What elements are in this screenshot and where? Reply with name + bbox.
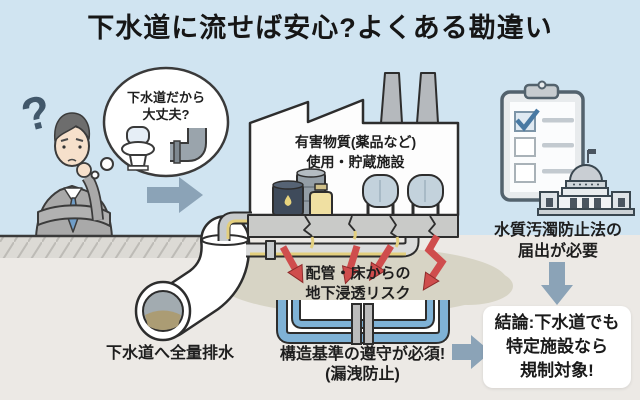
arrow-right-icon	[147, 177, 203, 213]
page-title: 下水道に流せば安心?よくある勘違い	[87, 13, 553, 43]
thought-bubble-text-line2: 大丈夫?	[142, 107, 190, 122]
chimney-icon	[380, 72, 403, 124]
structure-note-line2: (漏洩防止)	[325, 366, 400, 383]
thought-bubble-text-line1: 下水道だから	[126, 90, 205, 105]
conclusion-line3: 規制対象!	[520, 360, 594, 380]
factory-label-line2: 使用・貯蔵施設	[306, 154, 405, 170]
leak-arrow-icon	[279, 234, 447, 291]
permit-note-line1: 水質汚濁防止法の	[493, 222, 622, 239]
chemical-jug-icon	[309, 183, 333, 216]
factory-floor	[247, 214, 459, 249]
thinking-man	[35, 112, 113, 238]
drain-label: 下水道へ全量排水	[105, 345, 234, 362]
ground-edge	[0, 234, 208, 258]
structure-note-line1: 構造基準の遵守が必須!	[279, 346, 446, 363]
arrow-right-icon	[452, 335, 491, 369]
seepage-risk-line1: 配管・床からの	[305, 265, 411, 282]
toilet-icon	[121, 126, 155, 171]
checkmark-icon	[515, 108, 540, 132]
drain-pipe	[217, 211, 252, 241]
chimney-icon	[416, 72, 439, 124]
flow-arrows	[147, 177, 573, 369]
clipboard-checklist-icon	[500, 80, 585, 202]
government-building-icon	[537, 149, 635, 216]
pipe-elbow-icon	[170, 128, 207, 164]
conclusion-line2: 特定施設なら	[506, 337, 608, 357]
factory-label-line1: 有害物質(薬品など)	[294, 134, 417, 150]
conclusion-box: 結論:下水道でも 特定施設なら 規制対象!	[483, 306, 631, 388]
leaking-pipe	[246, 233, 420, 260]
seepage-risk-line2: 地下浸透リスク	[305, 285, 411, 302]
thought-bubble	[90, 66, 230, 180]
sewer-pipe-icon	[134, 215, 251, 342]
arrow-down-icon	[541, 262, 573, 305]
permit-note-line2: 届出が必要	[517, 243, 598, 260]
conclusion-line1: 結論:下水道でも	[494, 313, 620, 333]
factory-icon	[217, 72, 460, 260]
storage-tank-icon	[362, 174, 444, 215]
containment-basin-icon	[276, 300, 450, 345]
